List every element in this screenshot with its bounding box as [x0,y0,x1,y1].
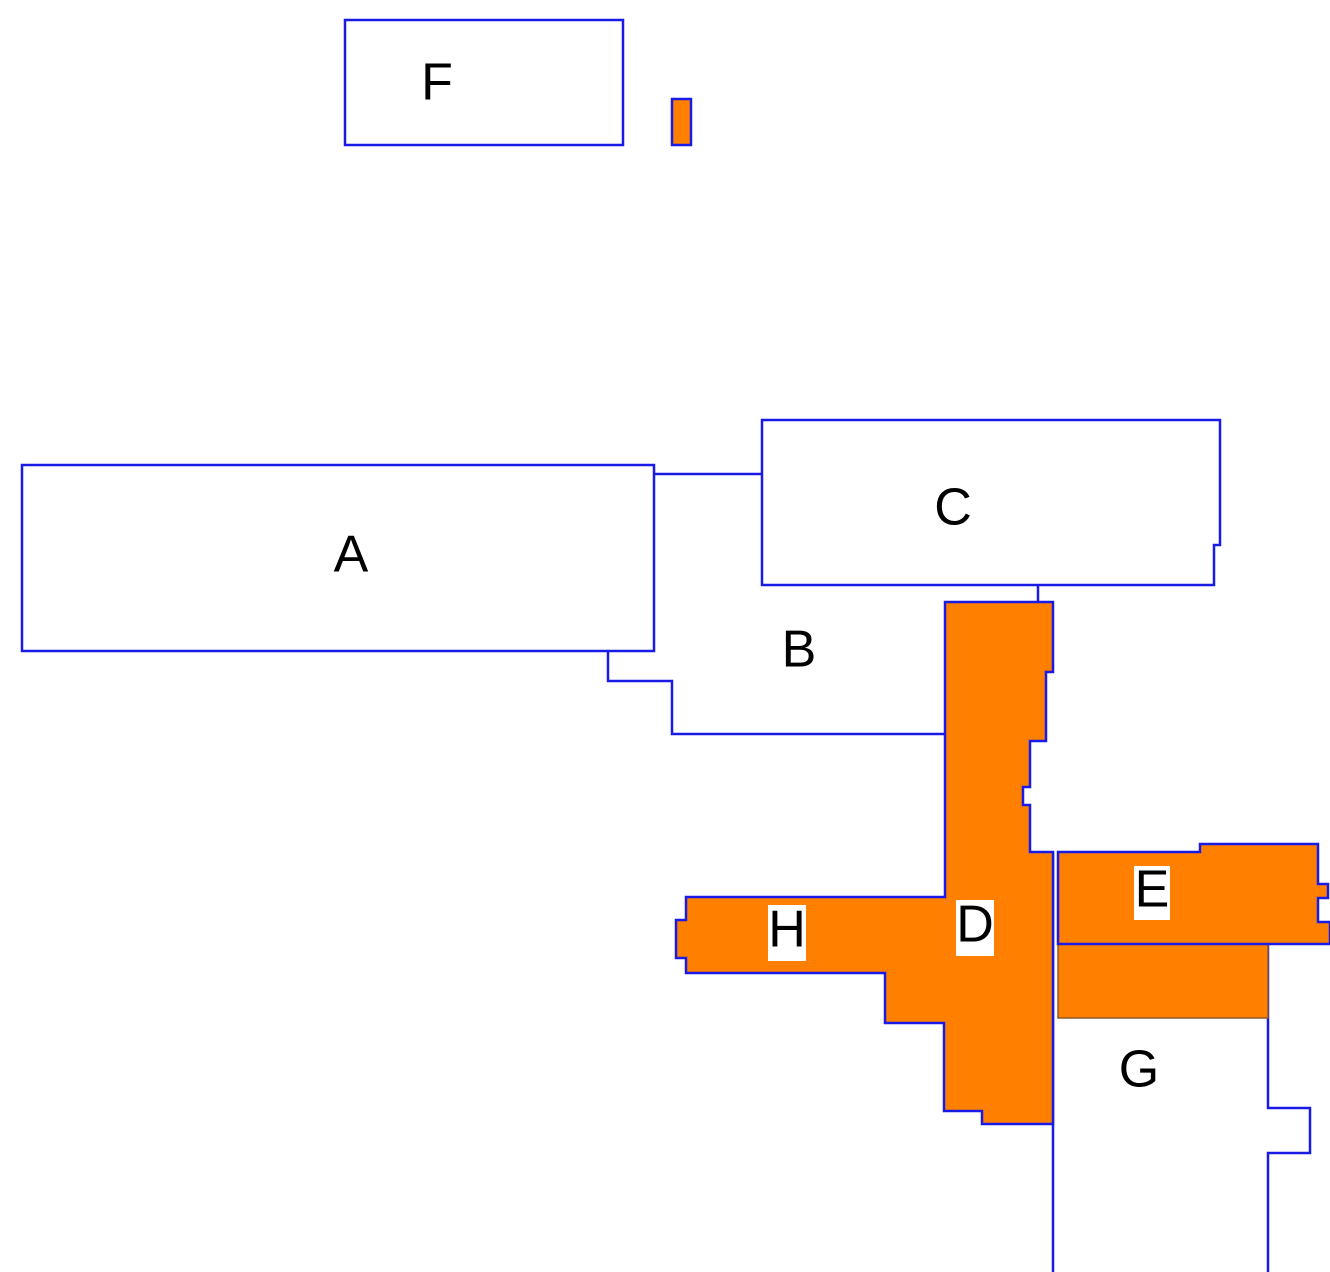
region-f[interactable] [343,18,625,147]
label-a: A [334,526,369,584]
label-g: G [1119,1041,1159,1099]
label-c: C [934,479,972,537]
region-a[interactable] [20,463,656,653]
label-f: F [421,54,453,112]
region-small-parcel[interactable] [670,97,693,147]
region-b[interactable] [606,472,945,736]
label-d: D [956,896,994,954]
label-b: B [782,621,817,679]
region-e[interactable] [1056,842,1330,946]
region-d[interactable] [674,600,1055,1126]
label-d-bg [956,900,994,956]
label-h: H [768,901,806,959]
region-g-highlight[interactable] [1057,943,1269,1019]
label-h-bg [768,905,806,961]
label-e: E [1135,861,1170,919]
region-c[interactable] [760,418,1222,587]
label-e-bg [1134,866,1170,920]
